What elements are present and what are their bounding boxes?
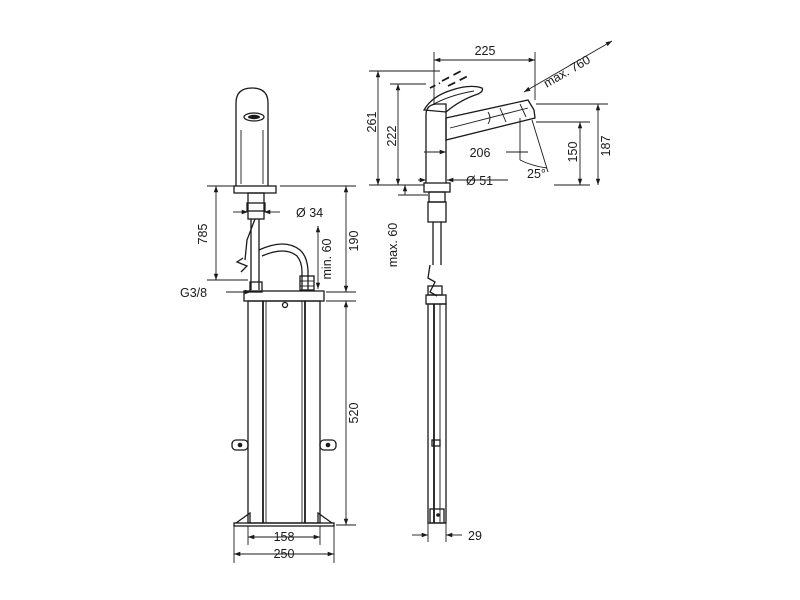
dim-158: 158 [274, 530, 295, 544]
front-view: 225 max. 760 261 222 206 Ø 51 [365, 40, 613, 543]
faucet-front-body [422, 69, 536, 524]
dim-222: 222 [385, 126, 399, 147]
side-view-dimensions: 785 Ø 34 min. 60 190 G3/8 520 [180, 185, 361, 563]
dim-25-degree: 25° [527, 167, 546, 181]
faucet-side-body [233, 87, 315, 293]
cabinet-side [231, 290, 337, 527]
dim-785: 785 [196, 224, 210, 245]
dim-206: 206 [470, 146, 491, 160]
dim-min-60: min. 60 [320, 238, 334, 279]
front-view-dimensions: 225 max. 760 261 222 206 Ø 51 [365, 40, 613, 543]
dim-250: 250 [274, 547, 295, 561]
side-view: 785 Ø 34 min. 60 190 G3/8 520 [180, 87, 361, 563]
dim-29: 29 [468, 529, 482, 543]
dim-190: 190 [347, 231, 361, 252]
dim-261: 261 [365, 112, 379, 133]
dim-187: 187 [599, 136, 613, 157]
dim-225: 225 [475, 44, 496, 58]
dim-150: 150 [566, 142, 580, 163]
dim-max-760: max. 760 [541, 53, 593, 91]
dim-thread: G3/8 [180, 286, 207, 300]
dim-520: 520 [347, 403, 361, 424]
dim-dia-51: Ø 51 [466, 174, 493, 188]
dim-dia-34: Ø 34 [296, 206, 323, 220]
dim-max-60: max. 60 [386, 223, 400, 268]
